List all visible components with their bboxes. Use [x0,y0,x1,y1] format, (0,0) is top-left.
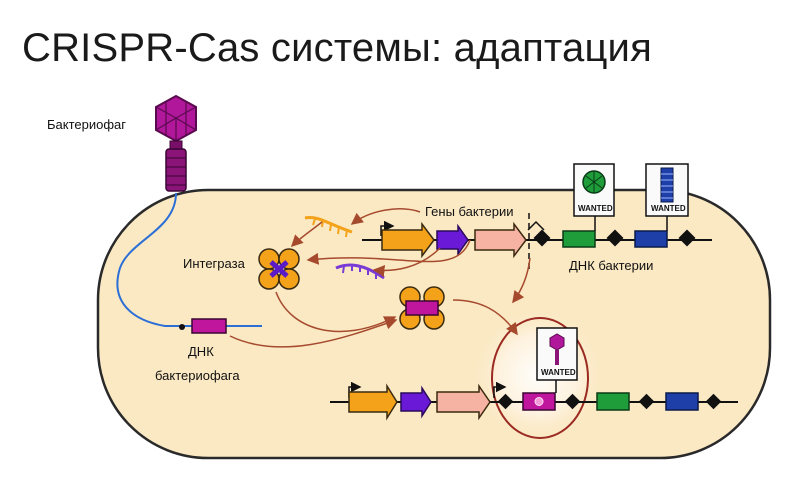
phage-dna-label-line1: ДНК [188,344,214,359]
integrase-label: Интеграза [183,256,246,271]
green-virus-icon [582,170,606,194]
bacteriophage-icon [155,94,197,192]
wanted-poster-purple: WANTED [536,327,578,393]
bacteriophage-label: Бактериофаг [47,117,126,132]
top-crispr-locus [362,213,712,272]
bacterial-genes-label: Гены бактерии [425,204,514,219]
phage-dna-strand [116,192,262,327]
orange-spacer-fragment-icon [304,215,353,238]
wanted-poster-green: WANTED [573,163,615,231]
wanted-poster-blue: WANTED [645,163,689,231]
purple-phage-icon [549,333,565,365]
blue-phage-icon [660,167,674,203]
bacterial-dna-label: ДНК бактерии [569,258,653,273]
process-arrows [229,208,531,348]
wanted-text-green: WANTED [578,204,613,213]
integrase-complex-icon [258,248,300,290]
wanted-text-blue: WANTED [651,204,686,213]
wanted-text-purple: WANTED [541,368,576,377]
new-spacer-highlight-ring [491,317,589,439]
integrase-spacer-complex-icon [399,286,445,330]
slide-title: CRISPR-Cas системы: адаптация [22,26,652,70]
phage-dna-label-line2: бактериофага [155,368,240,383]
protospacer-segment [191,318,227,334]
